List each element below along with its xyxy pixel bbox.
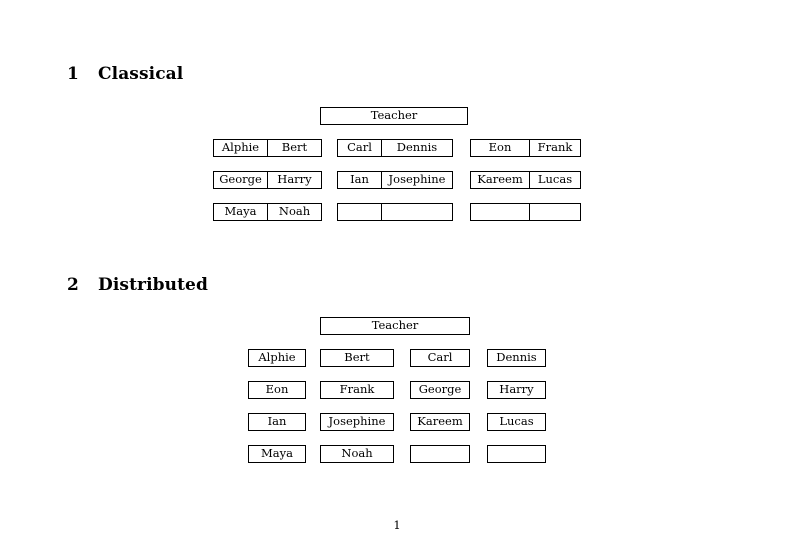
distributed-name-box: Ian: [248, 413, 306, 431]
distributed-name-box: Eon: [248, 381, 306, 399]
distributed-name-box: Dennis: [487, 349, 546, 367]
classical-cell-right: [529, 204, 580, 220]
classical-pair-box: Ian Josephine: [337, 171, 453, 189]
classical-pair-box: Eon Frank: [470, 139, 581, 157]
distributed-name-box: [410, 445, 470, 463]
distributed-name-box: Maya: [248, 445, 306, 463]
classical-teacher-label: Teacher: [370, 108, 418, 123]
distributed-name-box: Alphie: [248, 349, 306, 367]
classical-cell-left: Carl: [347, 140, 372, 155]
section-title: Distributed: [98, 275, 208, 295]
distributed-name-box: Josephine: [320, 413, 394, 431]
classical-pair-box: [470, 203, 581, 221]
classical-cell-right: Noah: [267, 204, 321, 220]
classical-cell-right: Dennis: [381, 140, 452, 156]
classical-cell-left: George: [219, 172, 262, 187]
classical-cell-left: [338, 204, 381, 220]
classical-cell-right: [381, 204, 452, 220]
section-number: 1: [67, 64, 79, 84]
classical-teacher-box: Teacher: [320, 107, 468, 125]
distributed-name-box: Harry: [487, 381, 546, 399]
distributed-name-box: Bert: [320, 349, 394, 367]
classical-cell-left: Maya: [224, 204, 257, 219]
distributed-teacher-box: Teacher: [320, 317, 470, 335]
classical-cell-left: [471, 204, 529, 220]
classical-pair-box: George Harry: [213, 171, 322, 189]
classical-cell-left: Ian: [350, 172, 369, 187]
distributed-name-box: Kareem: [410, 413, 470, 431]
classical-pair-box: [337, 203, 453, 221]
page-number: 1: [393, 518, 401, 532]
classical-cell-right: Josephine: [381, 172, 452, 188]
section-title: Classical: [98, 64, 184, 84]
classical-cell-left: Kareem: [477, 172, 523, 187]
distributed-name-box: George: [410, 381, 470, 399]
classical-cell-right: Frank: [529, 140, 580, 156]
classical-pair-box: Alphie Bert: [213, 139, 322, 157]
section-number: 2: [67, 275, 79, 295]
classical-cell-left: Eon: [488, 140, 512, 155]
classical-cell-left: Alphie: [221, 140, 260, 155]
classical-pair-box: Kareem Lucas: [470, 171, 581, 189]
distributed-name-box: Frank: [320, 381, 394, 399]
distributed-name-box: [487, 445, 546, 463]
section-heading-distributed: 2 Distributed: [67, 277, 208, 294]
classical-cell-right: Bert: [267, 140, 321, 156]
classical-pair-box: Carl Dennis: [337, 139, 453, 157]
distributed-name-box: Lucas: [487, 413, 546, 431]
classical-pair-box: Maya Noah: [213, 203, 322, 221]
distributed-name-box: Noah: [320, 445, 394, 463]
section-heading-classical: 1 Classical: [67, 66, 183, 83]
distributed-teacher-label: Teacher: [371, 318, 419, 333]
classical-cell-right: Lucas: [529, 172, 580, 188]
distributed-name-box: Carl: [410, 349, 470, 367]
classical-cell-right: Harry: [267, 172, 321, 188]
